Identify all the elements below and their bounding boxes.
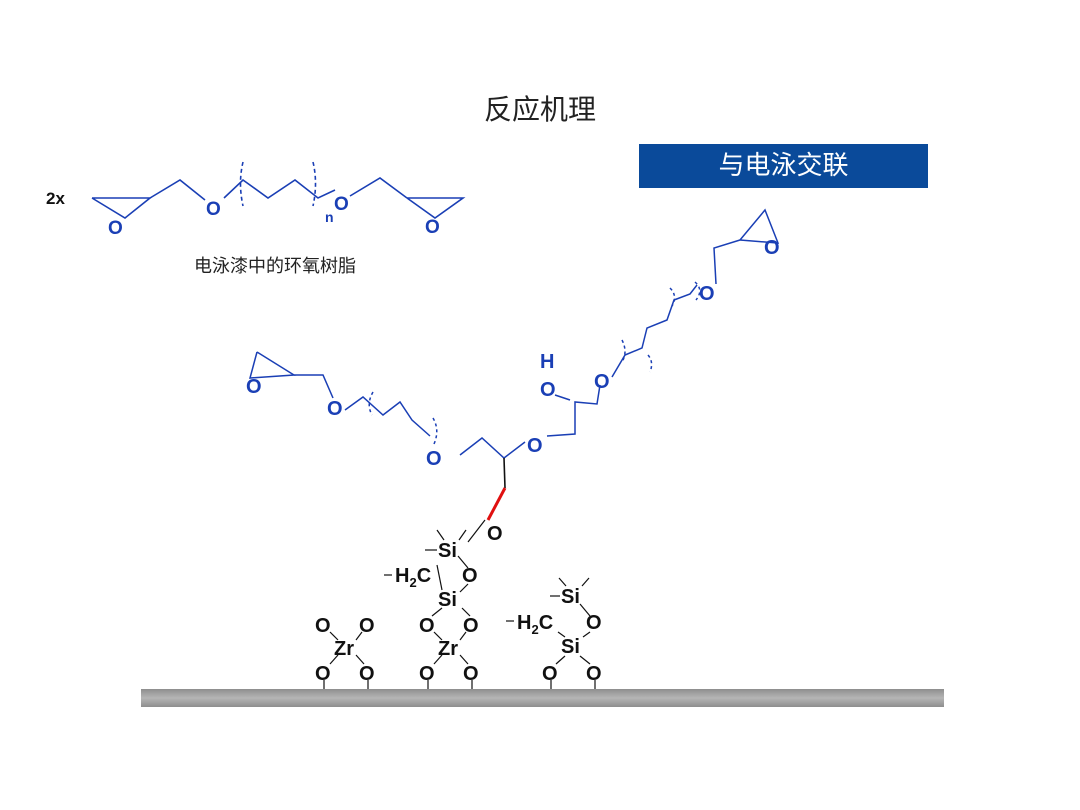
atom-o-chain-upper: O [594,371,610,393]
multiplier-label: 2x [46,189,65,208]
atom-o-zr1-tl: O [315,615,331,637]
atom-h-hydroxyl: H [540,351,554,373]
crosslinked-epoxy-network [249,208,780,459]
atom-o-silane-upper: O [462,565,478,587]
atom-o-epoxide-right: O [425,217,440,238]
atom-si-right-bottom: Si [561,636,580,658]
atom-o-zr2-tl: O [419,615,435,637]
highlight-bond [486,487,507,521]
atom-o-epoxide-top: O [764,237,780,259]
atom-o-right-bl: O [542,663,558,685]
atom-zr-2: Zr [438,638,458,660]
atom-o-link: O [487,523,503,545]
atom-o-branch-ether: O [327,398,343,420]
metal-substrate [141,689,944,707]
repeat-n-label: n [325,209,334,225]
atom-o-hydroxyl: O [540,379,556,401]
atom-o-zr1-tr: O [359,615,375,637]
atom-o-branch-end: O [426,448,442,470]
atom-o-center-ether: O [527,435,543,457]
atom-h2c-upper: H2C [395,565,431,590]
atom-o-zr1-bl: O [315,663,331,685]
atom-o-chain-top: O [699,283,715,305]
atom-o-zr2-tr: O [463,615,479,637]
atom-si-right-top: Si [561,586,580,608]
atom-o-ether-right: O [334,194,349,215]
epoxy-resin-caption: 电泳漆中的环氧树脂 [194,256,356,277]
crosslink-banner: 与电泳交联 [639,144,928,188]
atom-o-silane-right: O [586,612,602,634]
atom-o-ether-left: O [206,199,221,220]
atom-o-epoxide-left: O [108,218,123,239]
atom-o-epoxide-branch: O [246,376,262,398]
atom-o-right-br: O [586,663,602,685]
epoxy-resin-molecule [91,161,466,219]
atom-o-zr2-bl: O [419,663,435,685]
atom-h2c-right: H2C [517,612,553,637]
atom-si-upper: Si [438,540,457,562]
atom-si-middle: Si [438,589,457,611]
silane-zirconium-layer [323,519,596,690]
atom-o-zr1-br: O [359,663,375,685]
atom-o-zr2-br: O [463,663,479,685]
linker-bonds [503,457,506,489]
slide-title: 反应机理 [483,93,596,126]
atom-zr-1: Zr [334,638,354,660]
